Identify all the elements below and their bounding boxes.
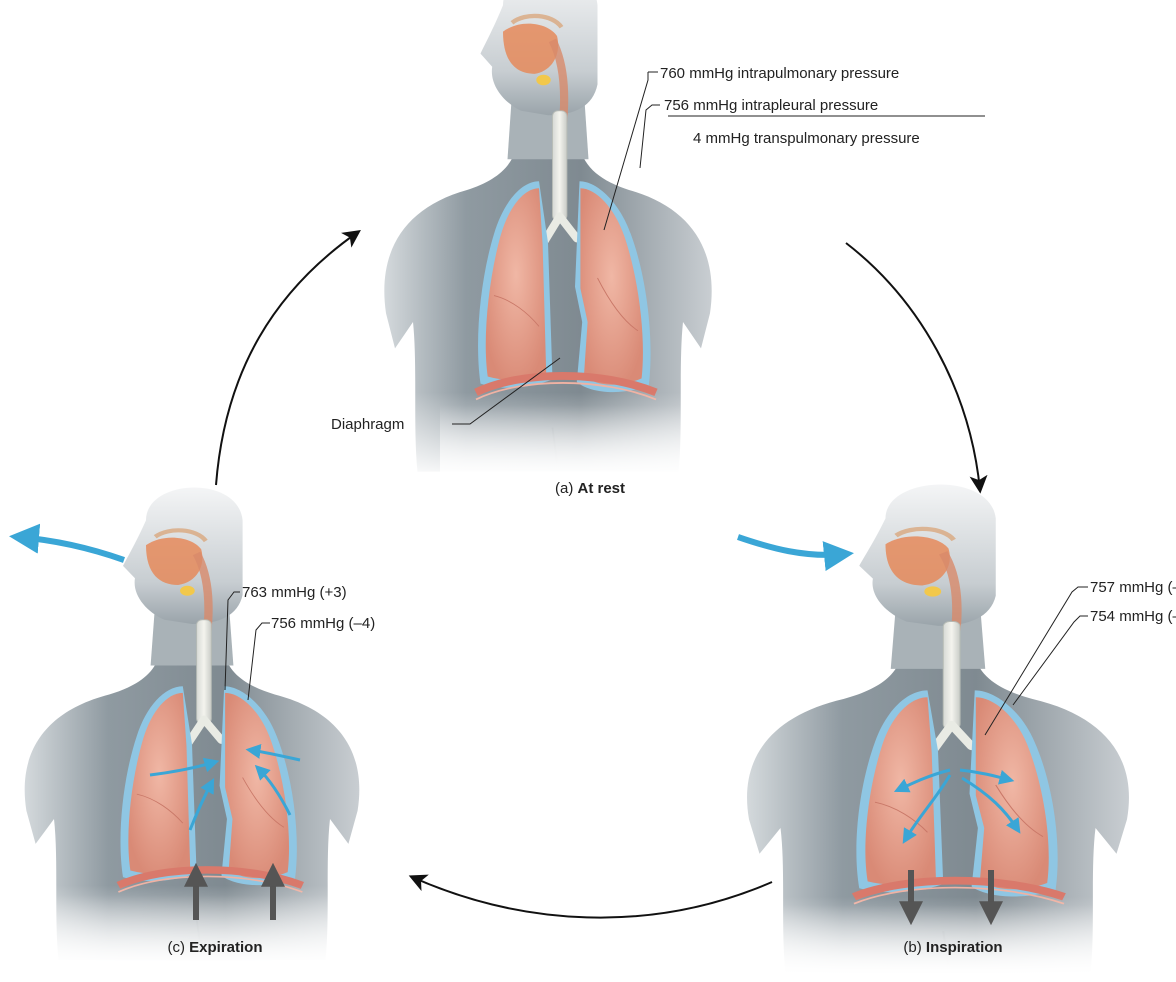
caption-at-rest-title: At rest [578,480,626,497]
rest-transpulmonary-label: 4 mmHg transpulmonary pressure [693,130,920,147]
inhale-airflow-arrow [738,537,845,555]
cycle-arrow-expiration-to-rest [216,232,358,485]
rest-intrapleural-label: 756 mmHg intrapleural pressure [664,97,878,114]
panel-inspiration: 757 mmHg (–3) 754 mmHg (–6) (b) Inspirat… [728,485,1176,982]
caption-expiration-title: Expiration [189,939,262,956]
exhale-airflow-arrow [18,537,124,560]
expiration-intrapulmonary-label: 763 mmHg (+3) [242,584,347,601]
intrapleural-leader-line [640,105,660,168]
panel-expiration: 763 mmHg (+3) 756 mmHg (–4) (c) Expirati… [8,488,400,975]
rest-intrapulmonary-label: 760 mmHg intrapulmonary pressure [660,65,899,82]
caption-inspiration-prefix: (b) [903,939,921,956]
caption-at-rest: (a) At rest [555,480,625,497]
panel-at-rest: 760 mmHg intrapulmonary pressure 756 mmH… [331,0,985,497]
inspiration-intrapulmonary-label: 757 mmHg (–3) [1090,579,1176,596]
inspiration-intrapleural-label: 754 mmHg (–6) [1090,608,1176,625]
cycle-arrow-inspiration-to-expiration [412,877,772,918]
cycle-arrow-rest-to-inspiration [846,243,980,490]
caption-expiration: (c) Expiration [167,939,262,956]
inspiration-intrapleural-leader [1013,616,1088,705]
caption-inspiration-title: Inspiration [926,939,1003,956]
diaphragm-label: Diaphragm [331,416,404,433]
caption-at-rest-prefix: (a) [555,480,573,497]
caption-inspiration: (b) Inspiration [903,939,1002,956]
expiration-intrapleural-label: 756 mmHg (–4) [271,615,375,632]
caption-expiration-prefix: (c) [167,939,185,956]
